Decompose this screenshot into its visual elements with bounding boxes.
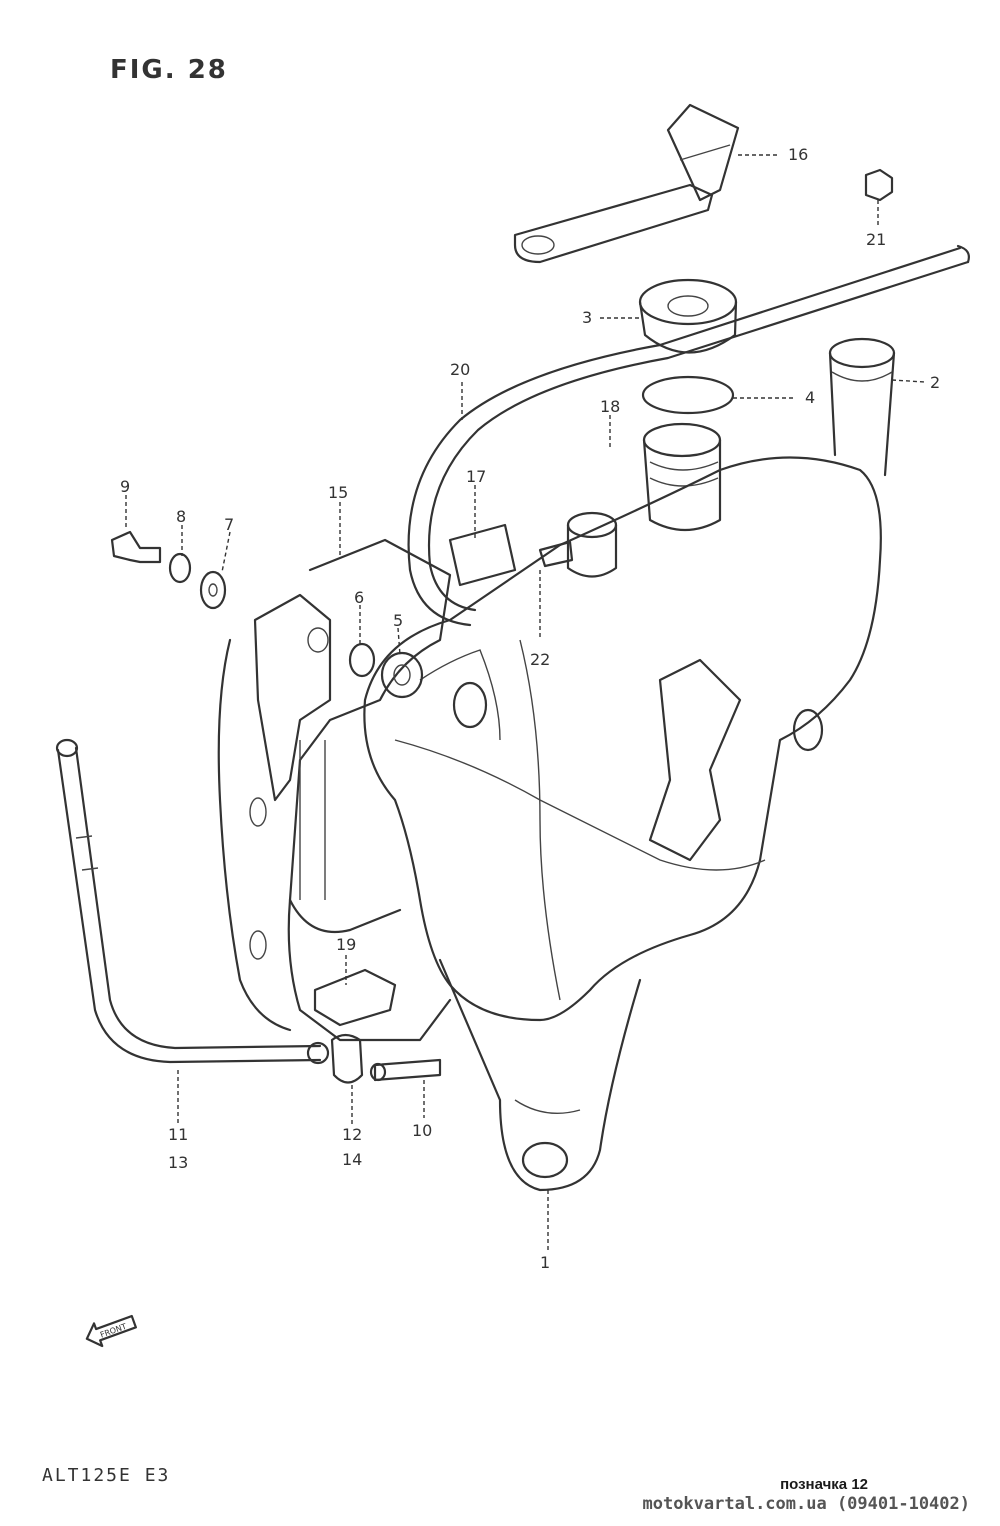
callout-6: 6	[354, 588, 364, 607]
callout-10: 10	[412, 1121, 432, 1140]
catalog-note: позначка 12	[780, 1476, 868, 1493]
fuel-hose-part-11	[55, 738, 330, 1065]
leader-lines	[125, 154, 926, 1250]
callout-2: 2	[930, 373, 940, 392]
callout-22: 22	[530, 650, 550, 669]
callout-12: 12	[342, 1125, 362, 1144]
callout-18: 18	[600, 397, 620, 416]
fuel-cap-part-3	[638, 278, 738, 354]
pin-part-10	[369, 1058, 442, 1082]
gasket-part-4	[641, 375, 735, 415]
filler-pipe-part-18	[642, 422, 722, 531]
callout-13: 13	[168, 1153, 188, 1172]
source-site: motokvartal.com.ua (09401-10402)	[642, 1494, 970, 1514]
callout-17: 17	[466, 467, 486, 486]
collar-part-6	[348, 642, 376, 678]
figure-title: FIG. 28	[110, 55, 228, 85]
grommet-part-5	[380, 651, 424, 699]
front-direction-arrow: FRONT	[85, 1314, 137, 1348]
callout-4: 4	[805, 388, 815, 407]
callout-9: 9	[120, 477, 130, 496]
bracket-clip-part-16	[513, 103, 740, 264]
pad-part-17	[448, 523, 517, 587]
tank-bracket-part-15	[217, 538, 452, 1042]
callout-20: 20	[450, 360, 470, 379]
callout-19: 19	[336, 935, 356, 954]
callout-14: 14	[342, 1150, 362, 1169]
nut-part-21	[864, 168, 894, 202]
fuel-tank-body-part-1	[363, 456, 882, 1192]
callout-16: 16	[788, 145, 808, 164]
filler-neck-part-2	[828, 337, 896, 477]
hose-clip-part-12	[330, 1033, 364, 1084]
callout-5: 5	[393, 611, 403, 630]
callout-3: 3	[582, 308, 592, 327]
clamp-part-22	[538, 511, 618, 578]
callout-15: 15	[328, 483, 348, 502]
callout-11: 11	[168, 1125, 188, 1144]
plate-part-19	[313, 968, 397, 1027]
breather-hose-part-20	[407, 244, 970, 627]
lock-washer-part-8	[168, 552, 192, 584]
bolt-part-9	[110, 530, 162, 564]
callout-8: 8	[176, 507, 186, 526]
callout-7: 7	[224, 515, 234, 534]
callout-1: 1	[540, 1253, 550, 1272]
model-code: ALT125E E3	[42, 1465, 171, 1486]
front-arrow-label: FRONT	[99, 1322, 128, 1340]
washer-part-7	[199, 570, 227, 610]
callout-21: 21	[866, 230, 886, 249]
